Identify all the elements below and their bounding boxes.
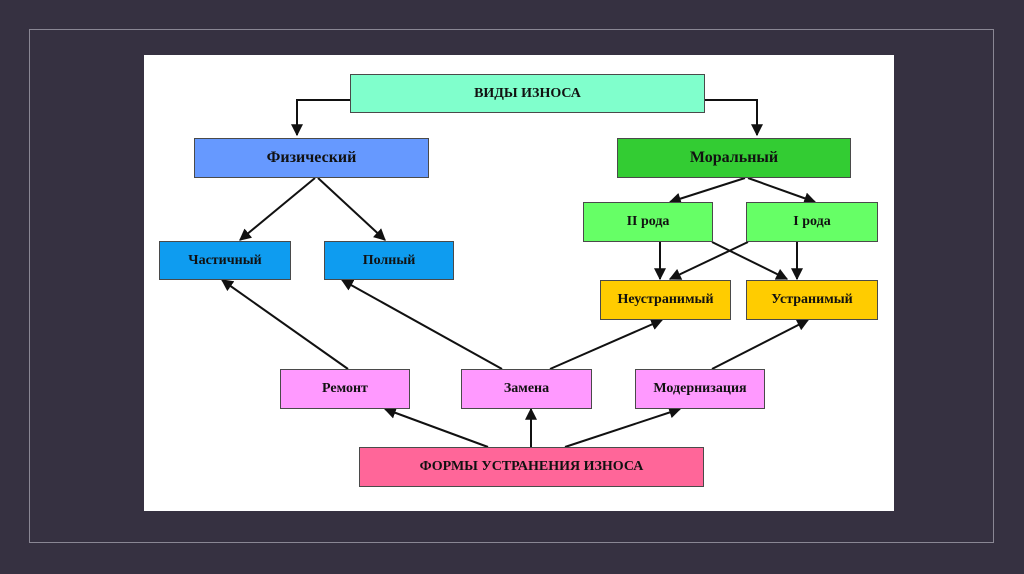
node-moralnyy: Моральный: [617, 138, 851, 178]
node-neustranimyy: Неустранимый: [600, 280, 731, 320]
node-zamena: Замена: [461, 369, 592, 409]
node-i-roda: I рода: [746, 202, 878, 242]
node-fizicheskiy: Физический: [194, 138, 429, 178]
node-chastichnyy: Частичный: [159, 241, 291, 280]
node-ii-roda: II рода: [583, 202, 713, 242]
arrow-forms-to-repair: [383, 407, 489, 448]
slide-frame: [29, 29, 994, 543]
node-vidy-iznosa: ВИДЫ ИЗНОСА: [350, 74, 705, 113]
node-remont: Ремонт: [280, 369, 410, 409]
arrow-forms-to-modernization: [564, 406, 682, 448]
arrow-top-to-moral: [705, 99, 763, 137]
arrow-repair-to-partial: [221, 279, 349, 370]
arrow-replace-to-full: [340, 279, 503, 370]
arrow-physical-to-full: [317, 177, 386, 241]
node-ustranimyy: Устранимый: [746, 280, 878, 320]
node-formy-ustraneniya: ФОРМЫ УСТРАНЕНИЯ ИЗНОСА: [359, 447, 704, 487]
arrow-ii-roda-to-ustranimyy: [711, 241, 789, 280]
arrow-modernization-to-ustranimyy: [711, 319, 810, 370]
arrow-moral-to-i-roda: [747, 177, 817, 205]
arrow-i-roda-to-neustranimyy: [668, 241, 749, 280]
arrow-top-to-physical: [291, 99, 350, 137]
arrow-physical-to-partial: [239, 177, 316, 241]
arrow-moral-to-ii-roda: [668, 177, 746, 205]
node-modernizatsiya: Модернизация: [635, 369, 765, 409]
node-polnyy: Полный: [324, 241, 454, 280]
arrow-replace-to-neustranimyy: [549, 318, 664, 370]
